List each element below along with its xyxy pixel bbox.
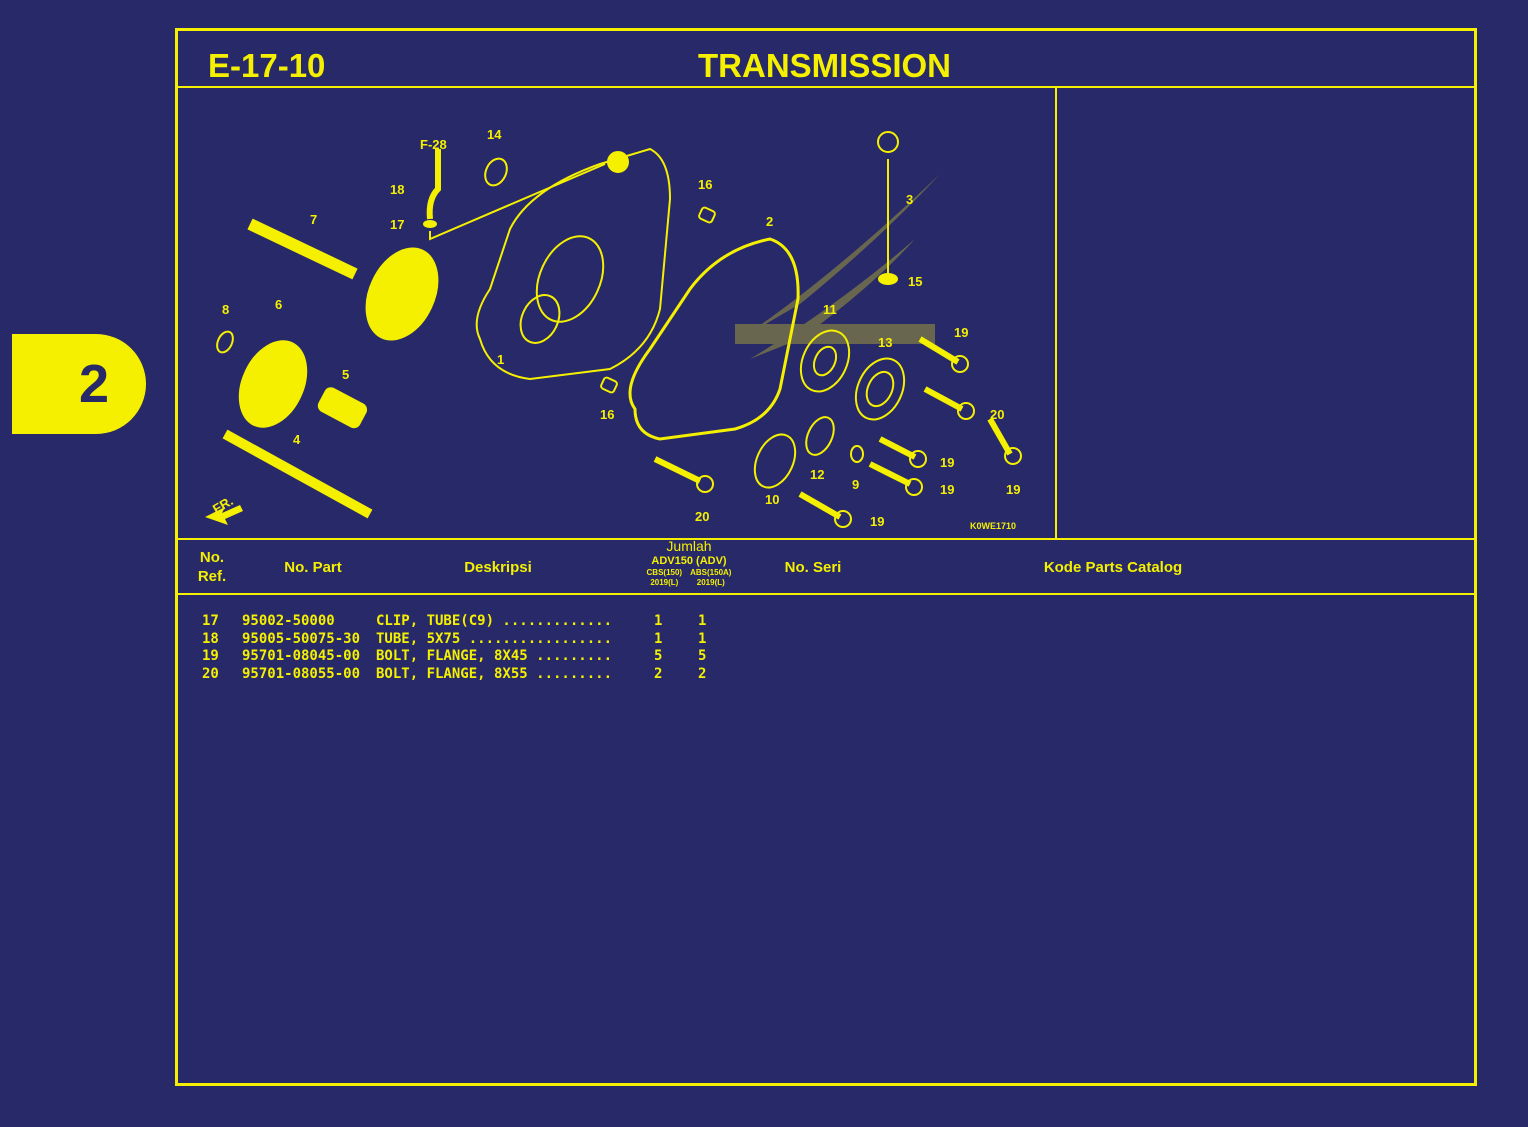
svg-text:16: 16 (698, 177, 712, 192)
diagram-bottom-divider (178, 538, 1474, 540)
svg-text:13: 13 (878, 335, 892, 350)
parts-catalog-page: E-17-10 TRANSMISSION (175, 28, 1477, 1086)
table-row[interactable]: 20 95701-08055-00 BOLT, FLANGE, 8X55 ...… (200, 665, 706, 684)
svg-text:6: 6 (275, 297, 282, 312)
qty-cbs-cell: 2 (654, 665, 663, 682)
col-header-ref: No. Ref. (192, 548, 232, 586)
description-cell: BOLT, FLANGE, 8X45 ......... (376, 648, 613, 664)
table-row[interactable]: 17 95002-50000 CLIP, TUBE(C9) ..........… (200, 613, 706, 631)
svg-text:4: 4 (293, 432, 301, 447)
exploded-parts-diagram: F-28 14 7 18 17 8 6 5 4 1 16 2 3 15 11 1… (205, 127, 1022, 531)
part-number-cell: 95701-08045-00 (242, 648, 361, 664)
page-title: TRANSMISSION (698, 47, 952, 84)
qty-abs-cell: 1 (698, 613, 707, 629)
part-number-cell: 95005-50075-30 (242, 630, 361, 647)
svg-text:1: 1 (497, 352, 504, 367)
ref-line1: No. (199, 549, 225, 566)
svg-text:3: 3 (906, 192, 913, 207)
qty-cbs-cell: 5 (654, 648, 663, 664)
col-header-desc: Deskripsi (464, 559, 532, 576)
qty-title: Jumlah (666, 538, 712, 554)
svg-text:7: 7 (310, 212, 317, 227)
section-code: E-17-10 (208, 47, 326, 84)
qty-cbs-cell: 1 (654, 613, 663, 629)
qty-col2-header: ABS(150A) 2019(L) (690, 568, 731, 588)
svg-text:15: 15 (908, 274, 922, 289)
svg-text:18: 18 (390, 182, 404, 197)
svg-text:10: 10 (765, 492, 779, 507)
svg-text:19: 19 (1006, 482, 1020, 497)
ref-cell: 17 (202, 613, 219, 629)
svg-text:14: 14 (487, 127, 502, 142)
qty-cbs-cell: 1 (654, 630, 663, 647)
qty-col1-line1: CBS(150) (646, 568, 683, 577)
col-header-serial: No. Seri (784, 559, 842, 576)
svg-text:K0WE1710: K0WE1710 (970, 521, 1016, 531)
svg-text:2: 2 (766, 214, 773, 229)
description-cell: CLIP, TUBE(C9) ............. (376, 613, 613, 629)
qty-col2-line1: ABS(150A) (690, 568, 732, 577)
table-row[interactable]: 19 95701-08045-00 BOLT, FLANGE, 8X45 ...… (200, 648, 706, 666)
qty-col1-line2: 2019(L) (650, 578, 679, 587)
description-cell: BOLT, FLANGE, 8X55 ......... (376, 665, 613, 682)
section-number: 2 (78, 354, 110, 414)
qty-col1-header: CBS(150) 2019(L) (647, 568, 683, 588)
svg-text:11: 11 (823, 302, 837, 317)
svg-text:5: 5 (342, 367, 349, 382)
col-header-qty: Jumlah ADV150 (ADV) CBS(150) 2019(L) ABS… (628, 538, 750, 588)
table-row[interactable]: 18 95005-50075-30 TUBE, 5X75 ...........… (200, 630, 706, 649)
svg-text:17: 17 (390, 217, 404, 232)
part-number-cell: 95701-08055-00 (242, 665, 361, 682)
svg-text:20: 20 (990, 407, 1004, 422)
table-header-divider (178, 593, 1474, 595)
svg-text:19: 19 (940, 455, 954, 470)
honda-wing-watermark (735, 174, 940, 359)
qty-model: ADV150 (ADV) (651, 555, 727, 567)
qty-abs-cell: 5 (698, 648, 707, 664)
qty-abs-cell: 2 (698, 665, 707, 682)
section-tab[interactable]: 2 (12, 334, 146, 434)
svg-text:20: 20 (695, 509, 709, 524)
svg-text:9: 9 (852, 477, 859, 492)
header-divider (178, 86, 1474, 88)
parts-table: 17 95002-50000 CLIP, TUBE(C9) ..........… (200, 613, 706, 684)
part-number-cell: 95002-50000 (242, 613, 335, 629)
svg-text:8: 8 (222, 302, 229, 317)
qty-abs-cell: 1 (698, 630, 707, 647)
ref-cell: 18 (202, 630, 219, 647)
qty-col2-line2: 2019(L) (696, 578, 725, 587)
col-header-catalog: Kode Parts Catalog (1043, 559, 1183, 576)
svg-text:12: 12 (810, 467, 824, 482)
svg-text:F-28: F-28 (420, 137, 447, 152)
ref-cell: 20 (202, 665, 219, 682)
ref-line2: Ref. (197, 568, 227, 585)
svg-text:19: 19 (954, 325, 968, 340)
svg-text:19: 19 (940, 482, 954, 497)
diagram-divider (1055, 88, 1057, 540)
svg-text:16: 16 (600, 407, 614, 422)
description-cell: TUBE, 5X75 ................. (376, 630, 613, 647)
ref-cell: 19 (202, 648, 219, 664)
col-header-part: No. Part (284, 559, 342, 576)
svg-text:19: 19 (870, 514, 884, 529)
